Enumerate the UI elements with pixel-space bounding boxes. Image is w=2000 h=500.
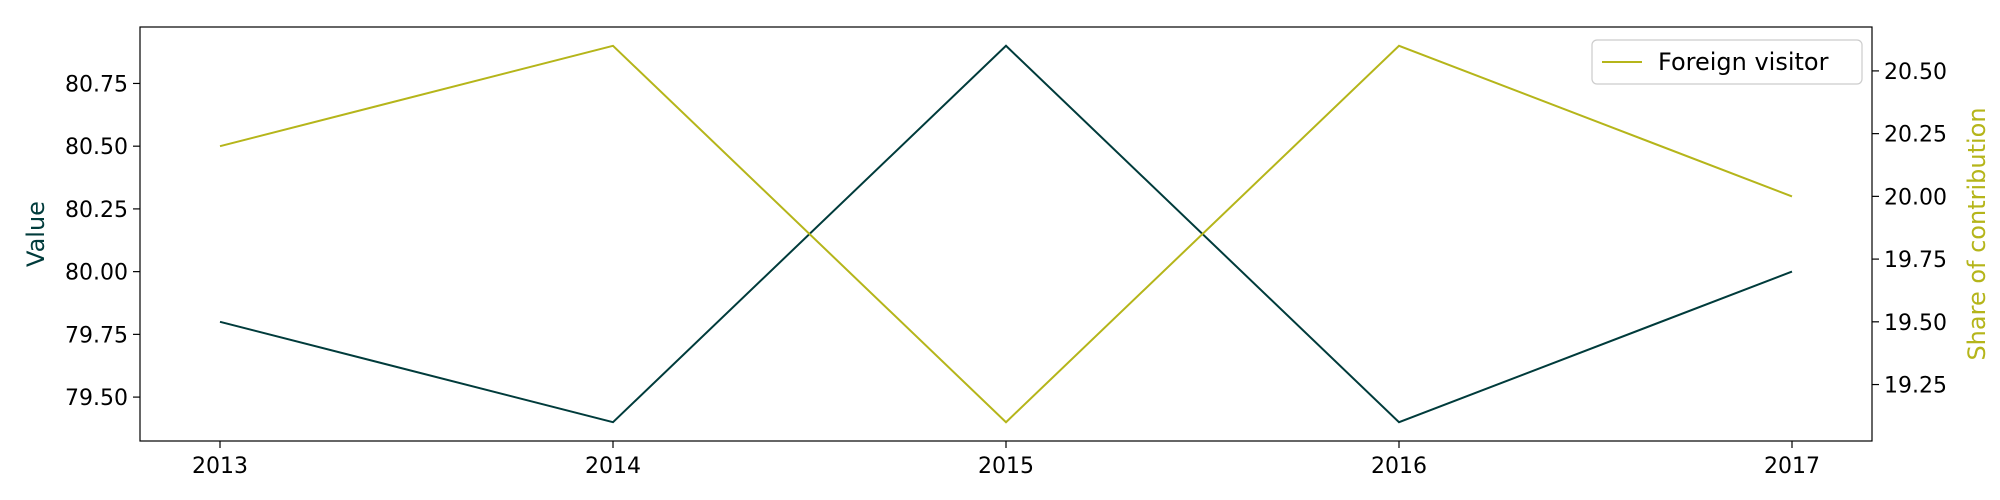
series-layer bbox=[219, 44, 1793, 424]
right-y-tick-label: 19.25 bbox=[1884, 374, 1947, 399]
legend: Foreign visitor bbox=[1591, 39, 1863, 85]
left-y-tick-label: 79.75 bbox=[65, 323, 128, 348]
right-y-tick-label: 20.25 bbox=[1884, 123, 1947, 148]
x-tick-label-2014: 2014 bbox=[585, 454, 641, 479]
series-line-foreign-visitor bbox=[219, 44, 1793, 424]
left-y-tick-label: 79.50 bbox=[65, 386, 128, 411]
right-y-tick-label: 20.50 bbox=[1884, 60, 1947, 85]
legend-box bbox=[1591, 39, 1863, 85]
x-tick-label-2015: 2015 bbox=[978, 454, 1034, 479]
left-y-tick-label: 80.00 bbox=[65, 261, 128, 286]
plot-area bbox=[139, 26, 1873, 442]
right-y-axis: 19.25 19.50 19.75 20.00 20.25 20.50 bbox=[1872, 60, 1947, 399]
left-y-tick-label: 80.25 bbox=[65, 198, 128, 223]
right-axis-title: Share of contribution bbox=[1963, 107, 1991, 360]
x-tick-label-2013: 2013 bbox=[192, 454, 248, 479]
series-line-value bbox=[219, 44, 1793, 424]
left-y-tick-label: 80.50 bbox=[65, 135, 128, 160]
left-axis-title: Value bbox=[22, 201, 50, 267]
left-y-tick-label: 80.75 bbox=[65, 72, 128, 97]
x-tick-label-2017: 2017 bbox=[1764, 454, 1820, 479]
right-y-tick-label: 19.50 bbox=[1884, 311, 1947, 336]
left-y-axis: 79.50 79.75 80.00 80.25 80.50 80.75 bbox=[65, 72, 140, 411]
x-tick-label-2016: 2016 bbox=[1371, 454, 1427, 479]
x-axis: 2013 2014 2015 2016 2017 bbox=[192, 441, 1820, 479]
right-y-tick-label: 20.00 bbox=[1884, 185, 1947, 210]
right-y-tick-label: 19.75 bbox=[1884, 248, 1947, 273]
legend-label-foreign-visitor: Foreign visitor bbox=[1658, 48, 1829, 76]
